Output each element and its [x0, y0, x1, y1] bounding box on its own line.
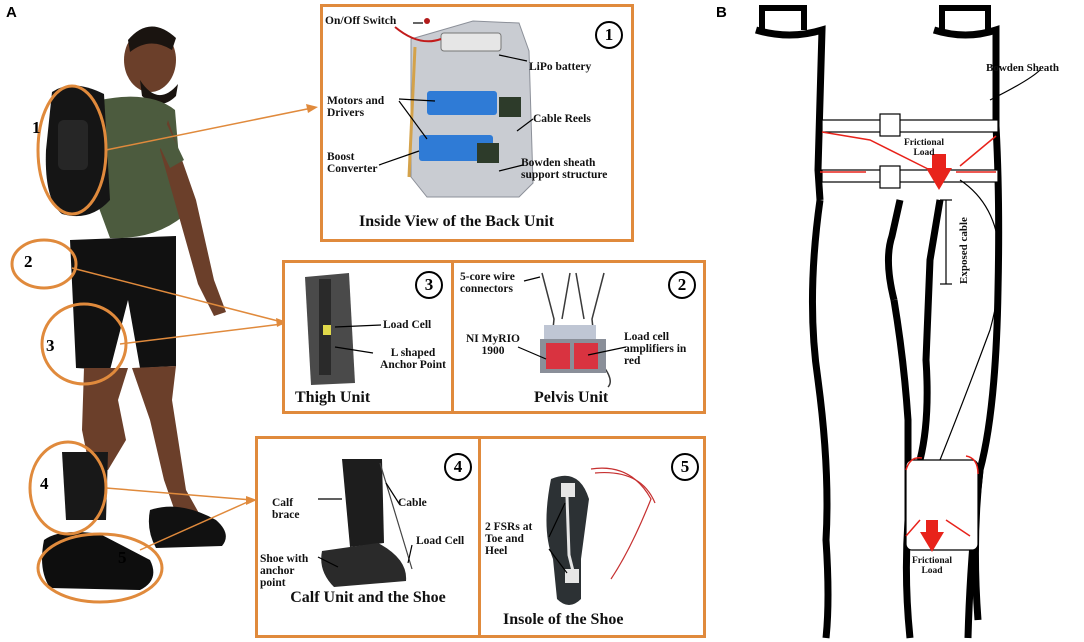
pelvis-unit-number: 2 — [668, 271, 696, 299]
label-calf-load-cell: Load Cell — [416, 535, 465, 547]
insole-photo — [546, 467, 656, 605]
calf-unit-box: 4 Calf brace Cable Load Cell Shoe with a… — [255, 436, 481, 638]
label-calf-brace: Calf brace — [272, 497, 300, 521]
marker-number-2: 2 — [24, 252, 33, 271]
label-battery: LiPo battery — [529, 61, 592, 73]
calf-unit-caption: Calf Unit and the Shoe — [290, 589, 446, 606]
label-fsr: 2 FSRs at Toe and Heel — [485, 521, 533, 557]
marker-number-5: 5 — [118, 548, 127, 567]
calf-unit-number: 4 — [444, 453, 472, 481]
label-cable: Cable — [398, 497, 427, 509]
label-thigh-load-cell: Load Cell — [383, 319, 432, 331]
marker-ellipse-2 — [10, 238, 78, 290]
label-connectors: 5-core wire connectors — [460, 271, 515, 295]
calf-unit-photo — [317, 459, 413, 587]
thigh-unit-caption: Thigh Unit — [295, 389, 371, 406]
label-reels: Cable Reels — [533, 113, 591, 125]
label-shoe: Shoe with anchor point — [260, 553, 309, 589]
back-unit-caption: Inside View of the Back Unit — [359, 213, 555, 230]
marker-number-4: 4 — [40, 474, 49, 493]
label-frictional-load-bottom: Frictional Load — [911, 556, 953, 576]
pelvis-unit-photo — [517, 272, 627, 388]
label-bowden-support: Bowden sheath support structure — [521, 157, 608, 181]
label-switch: On/Off Switch — [325, 15, 397, 27]
panel-letter-a: A — [6, 4, 17, 21]
thigh-unit-number: 3 — [415, 271, 443, 299]
label-boost: Boost Converter — [327, 151, 378, 175]
insole-box: 5 2 FSRs at Toe and Heel Insole of the S… — [478, 436, 706, 638]
back-unit-number: 1 — [595, 21, 623, 49]
panel-letter-b: B — [716, 4, 727, 21]
label-bowden-sheath: Bowden Sheath — [986, 62, 1060, 74]
pelvis-unit-box: 2 5-core wire connectors NI MyRIO 1900 L… — [451, 260, 706, 414]
person-figure — [10, 26, 318, 604]
label-anchor: L shaped Anchor Point — [380, 347, 446, 371]
pelvis-unit-caption: Pelvis Unit — [534, 389, 609, 406]
marker-ellipse-5 — [36, 532, 164, 604]
thigh-unit-box: 3 Load Cell L shaped Anchor Point Thigh … — [282, 260, 454, 414]
thigh-unit-photo — [305, 273, 382, 385]
label-exposed-cable: Exposed cable — [958, 217, 970, 284]
insole-number: 5 — [671, 453, 699, 481]
label-amplifiers: Load cell amplifiers in red — [624, 331, 687, 367]
label-motors: Motors and Drivers — [327, 95, 385, 119]
label-frictional-load-top: Frictional Load — [903, 138, 945, 158]
back-unit-photo — [378, 18, 534, 198]
insole-caption: Insole of the Shoe — [503, 611, 624, 628]
marker-number-1: 1 — [32, 118, 41, 137]
back-unit-box: 1 On/Off Switch LiPo battery Motors and … — [320, 4, 634, 242]
label-myrio: NI MyRIO 1900 — [466, 333, 520, 357]
marker-number-3: 3 — [46, 336, 55, 355]
